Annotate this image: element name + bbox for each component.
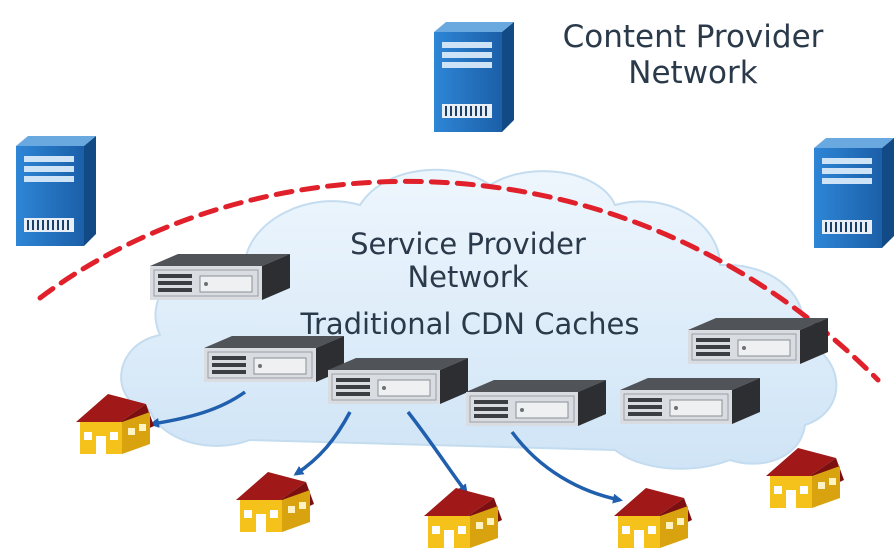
service-provider-label-line2: Network — [407, 260, 529, 295]
content-provider-label: Content Provider Network — [538, 19, 848, 91]
cache-server-5 — [619, 377, 761, 425]
cache-server-2 — [203, 335, 345, 383]
cdn-caches-label: Traditional CDN Caches — [300, 307, 640, 341]
content-server-center — [433, 21, 515, 133]
cache-server-3 — [327, 357, 469, 405]
delivery-arrow-2 — [293, 411, 352, 476]
delivery-arrow-4 — [510, 430, 623, 504]
content-server-left — [15, 135, 97, 247]
home-2 — [236, 472, 314, 532]
delivery-arrow-3 — [406, 410, 468, 495]
cache-server-4 — [465, 379, 607, 427]
delivery-arrow-1 — [149, 390, 247, 428]
content-provider-boundary — [37, 178, 881, 383]
content-server-right — [813, 137, 894, 249]
service-provider-label: Service Provider Network — [318, 227, 618, 295]
content-provider-label-line2: Network — [628, 54, 758, 91]
cache-server-1 — [149, 253, 291, 301]
home-4 — [614, 488, 692, 548]
home-3 — [424, 488, 502, 548]
cache-server-6 — [687, 317, 829, 365]
content-provider-label-line1: Content Provider — [562, 19, 824, 55]
service-provider-label-line1: Service Provider — [350, 227, 586, 261]
